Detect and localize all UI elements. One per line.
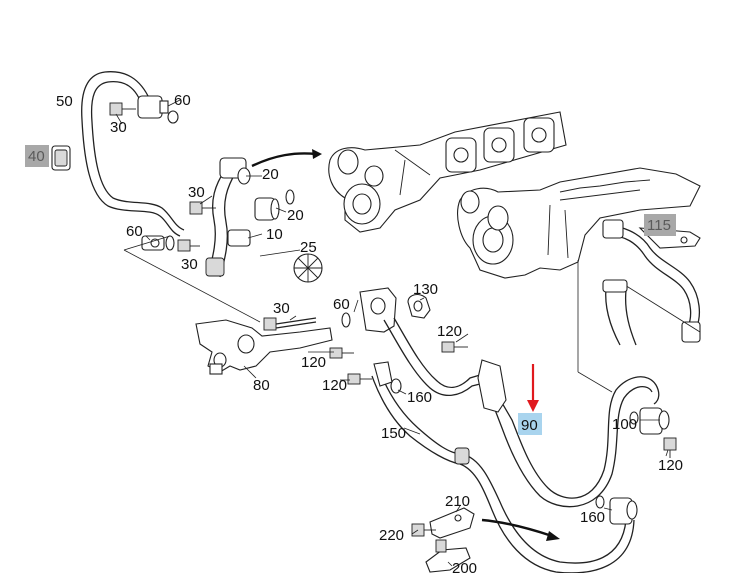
clip-part-130 <box>407 293 431 319</box>
label-part-220[interactable]: 220 <box>379 527 404 544</box>
label-part-130[interactable]: 130 <box>413 281 438 298</box>
coolant-pipe-115 <box>602 219 701 343</box>
label-part-20-right[interactable]: 20 <box>287 207 304 224</box>
bolt-120-right <box>663 437 677 458</box>
coolant-pipe-150 <box>371 361 635 573</box>
label-part-25[interactable]: 25 <box>300 239 317 256</box>
label-part-50[interactable]: 50 <box>56 93 73 110</box>
highlight-box-115 <box>644 214 676 236</box>
label-part-60-flange[interactable]: 60 <box>333 296 350 313</box>
bolt-120-upper <box>441 341 468 353</box>
pipe-fitting-top <box>137 95 179 124</box>
seal-160-left <box>390 378 402 394</box>
label-part-30-bolt[interactable]: 30 <box>273 300 290 317</box>
bolt-30-long <box>263 317 317 331</box>
label-part-120-right[interactable]: 120 <box>658 457 683 474</box>
label-part-150[interactable]: 150 <box>381 425 406 442</box>
label-part-115[interactable]: 115 <box>647 217 671 234</box>
bolt-30-lower-left <box>177 239 200 252</box>
highlight-box-40 <box>25 145 49 167</box>
highlight-box-90 <box>518 413 542 435</box>
bracket-part-200 <box>425 539 471 573</box>
bolt-30-top <box>109 102 136 116</box>
label-part-210[interactable]: 210 <box>445 493 470 510</box>
bracket-part-210 <box>429 507 475 539</box>
direction-arrow-top <box>251 149 322 168</box>
guide-lines <box>577 260 613 393</box>
leader-lines <box>115 99 669 567</box>
label-part-90[interactable]: 90 <box>521 417 538 434</box>
label-part-160-right[interactable]: 160 <box>580 509 605 526</box>
label-part-60-top[interactable]: 60 <box>174 92 191 109</box>
coolant-pipe-10 <box>205 157 251 278</box>
label-part-40[interactable]: 40 <box>28 148 45 165</box>
label-part-30-top[interactable]: 30 <box>110 119 127 136</box>
bolt-30-mid <box>189 201 216 215</box>
label-part-10[interactable]: 10 <box>266 226 283 243</box>
label-part-80[interactable]: 80 <box>253 377 270 394</box>
label-part-160-left[interactable]: 160 <box>407 389 432 406</box>
label-part-120-left[interactable]: 120 <box>301 354 326 371</box>
flange-part-60 <box>341 287 397 333</box>
turbocharger-upper <box>328 111 567 233</box>
label-part-30-left[interactable]: 30 <box>181 256 198 273</box>
direction-arrow-bottom <box>481 518 560 541</box>
label-part-20-top[interactable]: 20 <box>262 166 279 183</box>
coolant-housing-80 <box>195 319 333 375</box>
pipe-fitting-100 <box>629 407 670 435</box>
coolant-pipe-50 <box>81 71 185 237</box>
label-part-100[interactable]: 100 <box>612 416 637 433</box>
turbocharger-lower <box>457 167 701 279</box>
label-part-30-mid[interactable]: 30 <box>188 184 205 201</box>
label-part-120-upper[interactable]: 120 <box>437 323 462 340</box>
bolt-120-left <box>329 347 354 359</box>
hose-vertical <box>602 279 637 346</box>
label-part-200[interactable]: 200 <box>452 560 477 573</box>
pipe-fitting-160-right <box>595 495 638 525</box>
label-part-60-left[interactable]: 60 <box>126 223 143 240</box>
bolt-120-lower <box>347 373 372 385</box>
clamp-part-40 <box>51 145 71 171</box>
sleeve-part-20 <box>254 189 295 221</box>
label-part-120-lower[interactable]: 120 <box>322 377 347 394</box>
coolant-pipe-90 <box>383 317 660 508</box>
red-indicator-arrow <box>527 364 539 412</box>
filter-part-25 <box>293 253 323 283</box>
